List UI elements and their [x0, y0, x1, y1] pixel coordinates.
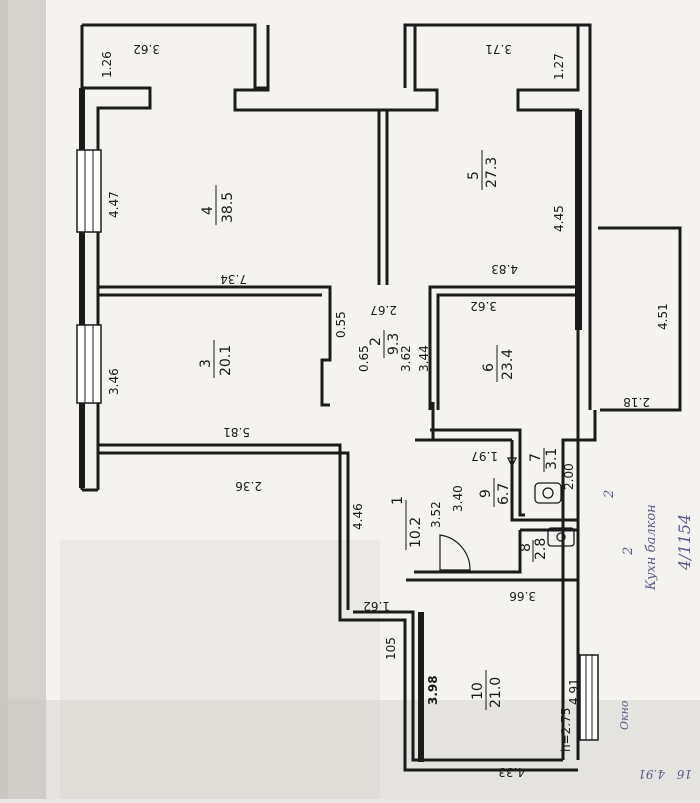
dim-055: 0.55	[334, 311, 348, 338]
wall-right-lower	[561, 410, 580, 760]
wall-room10-inner	[353, 610, 563, 762]
dim-362-b: 3.62	[399, 345, 413, 372]
room-4-area: 38.5	[220, 192, 236, 223]
dim-446: 4.46	[351, 503, 365, 530]
wall-room3-4	[98, 285, 332, 407]
dim-352: 3.52	[429, 501, 443, 528]
dim-218: 2.18	[623, 395, 650, 409]
wall-fill-room10	[418, 612, 424, 762]
dim-581: 5.81	[223, 425, 250, 439]
room-2-area: 9.3	[386, 333, 402, 355]
room-10-number: 10	[470, 682, 486, 700]
dim-340: 3.40	[451, 485, 465, 512]
toilet	[534, 482, 562, 504]
thick-walls	[79, 88, 582, 762]
dim-447: 4.47	[107, 191, 121, 218]
stain	[60, 540, 380, 800]
wall-top-mid	[233, 23, 439, 112]
dim-127: 1.27	[552, 53, 566, 80]
dim-344: 3.44	[417, 345, 431, 372]
wall-room1-left	[98, 443, 345, 622]
note-number: 4/1154	[675, 514, 694, 571]
dim-445: 4.45	[552, 205, 566, 232]
door-swing	[439, 534, 471, 571]
room-5-area: 27.3	[484, 157, 500, 188]
dim-126: 1.26	[100, 51, 114, 78]
wall-room6-top-inner	[436, 293, 578, 410]
wall-right-outer-top	[578, 23, 592, 225]
room-1-area: 10.2	[408, 517, 424, 548]
wall-fill-left	[79, 88, 85, 488]
sink-basin	[556, 532, 566, 542]
note-2b: 2	[621, 547, 636, 556]
note-2a: 2	[602, 490, 617, 499]
dim-362-mid: 3.62	[470, 299, 497, 313]
note-okno: Окно	[618, 700, 631, 730]
dim-366: 3.66	[509, 589, 536, 603]
room-1-number: 1	[390, 496, 406, 505]
room-9-area: 6.7	[496, 483, 512, 505]
room-3-area: 20.1	[218, 345, 234, 376]
wall-top-left	[82, 23, 270, 90]
room-8-number: 8	[518, 543, 534, 552]
room-7-number: 7	[528, 453, 544, 462]
dim-398: 3.98	[426, 675, 440, 705]
room-5-number: 5	[466, 171, 482, 180]
wall-room1-left-inner	[98, 451, 350, 610]
dim-433: 4.33	[498, 765, 525, 779]
dim-162: 1.62	[363, 599, 390, 613]
note-16: 16	[676, 767, 692, 781]
drain	[506, 457, 518, 468]
paper-shadow-left	[0, 0, 46, 799]
dim-h275: h=2.75	[559, 708, 573, 752]
dim-491: 4.91	[567, 678, 581, 705]
room-labels: 1 10.2 2 9.3 3 20.1 4 38.5 5 27.3 6 23.4…	[198, 150, 560, 710]
dim-734: 7.34	[220, 272, 247, 286]
wall-outlines	[80, 23, 682, 772]
window-room10	[579, 654, 599, 741]
balcony-outline	[598, 226, 682, 412]
room-10-area: 21.0	[488, 677, 504, 708]
room-8-area: 2.8	[533, 538, 549, 560]
wall-room10	[345, 618, 578, 772]
handwritten-notes: Кухн балкон 4/1154 2 2 Окно 4.91 16	[602, 490, 694, 781]
wall-room6-top	[428, 285, 578, 410]
note-491: 4.91	[638, 767, 666, 781]
toilet-bowl	[542, 487, 554, 499]
room-9-number: 9	[478, 489, 494, 498]
window-mullions	[84, 150, 593, 740]
wall-fill-right	[575, 110, 582, 330]
dim-371: 3.71	[485, 42, 512, 56]
room-7-area: 3.1	[544, 448, 560, 470]
window-room4	[76, 149, 102, 233]
wall-nw	[80, 25, 152, 150]
dim-200: 2.00	[562, 463, 576, 490]
dim-483: 4.83	[491, 262, 518, 276]
room-3-number: 3	[198, 359, 214, 368]
dim-065: 0.65	[357, 345, 371, 372]
dim-236: 2.36	[235, 479, 262, 493]
wall-right-lower-outer	[576, 410, 597, 760]
dimension-labels: 3.62 1.26 4.47 3.46 7.34 5.81 0.55 0.65 …	[100, 42, 670, 779]
room-6-number: 6	[481, 363, 497, 372]
note-kitchen-balcony: Кухн балкон	[644, 504, 659, 591]
fixtures	[506, 457, 575, 547]
room-2-number: 2	[368, 337, 384, 346]
wall-bath-inner	[414, 530, 522, 574]
room-4-number: 4	[200, 206, 216, 215]
sink	[547, 527, 575, 547]
dim-105: 105	[384, 637, 398, 660]
room-6-area: 23.4	[500, 349, 516, 380]
dim-267: 2.67	[370, 303, 397, 317]
dim-346: 3.46	[107, 368, 121, 395]
wall-bath-top	[430, 428, 525, 517]
window-room3	[76, 324, 102, 404]
dim-197: 1.97	[471, 449, 498, 463]
windows	[76, 149, 599, 741]
dim-451: 4.51	[656, 303, 670, 330]
dim-top-left: 3.62	[133, 42, 160, 56]
